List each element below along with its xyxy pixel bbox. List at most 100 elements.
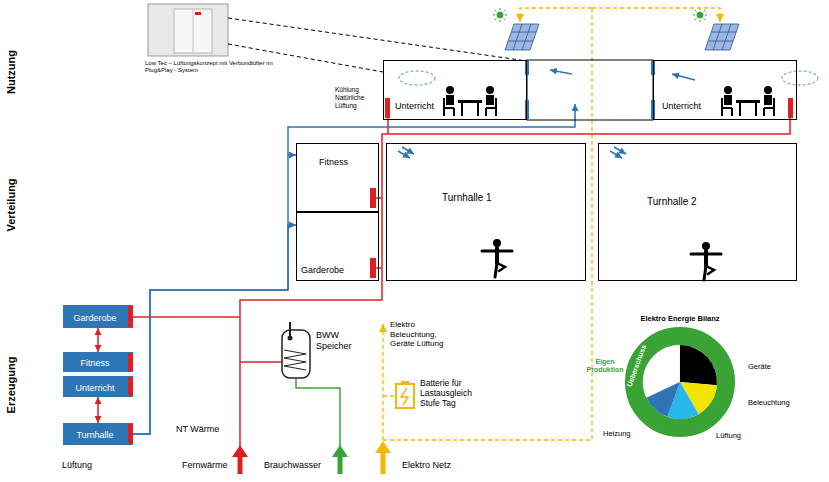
gymnast-head	[493, 239, 501, 247]
section-label: Nutzung	[5, 50, 18, 94]
person-body	[486, 95, 494, 105]
gymnast-leg	[706, 266, 714, 274]
panel-grid	[711, 32, 736, 33]
sun-rays	[493, 8, 507, 22]
sun-core	[697, 12, 703, 18]
section-label: Verteilung	[5, 178, 18, 231]
radiators	[370, 98, 793, 278]
node-label: Unterricht	[662, 101, 701, 111]
gym-box: Turnhalle 1	[386, 143, 586, 281]
panel-grid	[511, 32, 536, 33]
flow-label: Lüftung	[62, 460, 92, 471]
production-ring	[634, 336, 726, 428]
heater-bar	[128, 424, 133, 444]
node-label: Turnhalle	[76, 430, 113, 440]
panel-grid	[713, 24, 722, 50]
gymnast-body	[495, 248, 499, 263]
flow-connector	[97, 397, 99, 423]
heating-line	[387, 118, 389, 134]
thermometer	[289, 322, 291, 336]
solar-panel	[505, 24, 539, 50]
radiator	[788, 98, 793, 118]
window-mark	[525, 100, 529, 119]
battery-bolt	[401, 388, 408, 405]
tank-label: BWW Speicher	[316, 330, 364, 352]
grid-arrow	[375, 441, 391, 474]
panel-grid	[522, 24, 531, 50]
thermometer-bulb	[288, 336, 293, 341]
device-body	[174, 9, 212, 53]
pie-label: Geräte	[748, 362, 771, 371]
heating-line	[240, 118, 790, 446]
flow-label: Brauchwasser	[264, 460, 321, 471]
chair	[486, 98, 496, 116]
flow-label: Elektro Netz	[402, 460, 451, 471]
person-body	[764, 95, 772, 105]
electric-line	[520, 8, 592, 22]
air-circulation	[399, 71, 818, 85]
electric-line	[383, 395, 396, 396]
flow-label: Fernwärme	[182, 460, 228, 471]
district-heat-arrow	[232, 445, 248, 474]
table	[736, 100, 760, 103]
classroom-icon	[444, 86, 496, 116]
leader-line	[228, 44, 383, 72]
heater-bar	[128, 306, 133, 327]
gymnast-leg	[495, 263, 497, 277]
heater-bar	[128, 377, 133, 396]
electric-line	[382, 324, 383, 440]
electric-line	[383, 8, 592, 440]
heating-line	[240, 361, 282, 363]
flow-connector	[133, 225, 296, 434]
arrow-head	[232, 445, 248, 457]
corridor-room	[527, 60, 653, 120]
gymnast-icon	[482, 239, 512, 277]
ventilation-unit: Fitness	[63, 352, 133, 372]
ventilation-device-photo	[148, 4, 228, 56]
water-pipe	[296, 378, 340, 446]
arrow-head	[332, 445, 348, 457]
chair	[764, 98, 774, 116]
panel-body	[505, 24, 539, 50]
sun-symbol	[693, 8, 707, 22]
node-label: Unterricht	[75, 383, 114, 393]
flow-connector	[97, 328, 99, 352]
air-flow-arrow	[402, 147, 414, 154]
windows	[525, 61, 655, 119]
node-label: Garderobe	[301, 265, 344, 275]
heating-line	[133, 316, 240, 318]
node-label: Turnhalle 1	[442, 192, 492, 204]
gymnast-head	[702, 242, 710, 250]
pie-label: Eigen Produktion	[584, 358, 626, 375]
air-lines	[288, 70, 695, 158]
chair	[722, 98, 732, 116]
arrow-shaft	[238, 456, 243, 474]
node-label: Fitness	[80, 358, 109, 368]
heating-line	[376, 197, 382, 199]
air-loop	[782, 71, 818, 85]
arrow-shaft	[338, 456, 343, 474]
radiator	[385, 98, 390, 118]
ventilation-unit: Garderobe	[63, 305, 133, 328]
room-box: Garderobe	[296, 212, 379, 281]
solar-panel	[705, 24, 739, 50]
pie-ring-label: Ueberschuss	[626, 344, 649, 388]
panel-grid	[722, 24, 731, 50]
gymnast-icon	[691, 242, 721, 280]
gymnast-leg	[497, 263, 505, 271]
photo-frame	[148, 4, 228, 56]
table	[458, 100, 482, 103]
leader-line	[228, 18, 527, 61]
storage-tank	[282, 322, 310, 378]
water-arrow	[296, 378, 348, 474]
window-mark	[525, 61, 529, 75]
section-label: Erzeugung	[5, 357, 18, 414]
radiator	[370, 258, 376, 278]
battery-symbol	[396, 381, 414, 408]
person-head	[764, 86, 772, 94]
pie-label: Heizung	[603, 429, 631, 438]
classroom-box: Unterricht	[653, 60, 797, 120]
node-label: Unterricht	[395, 101, 434, 111]
